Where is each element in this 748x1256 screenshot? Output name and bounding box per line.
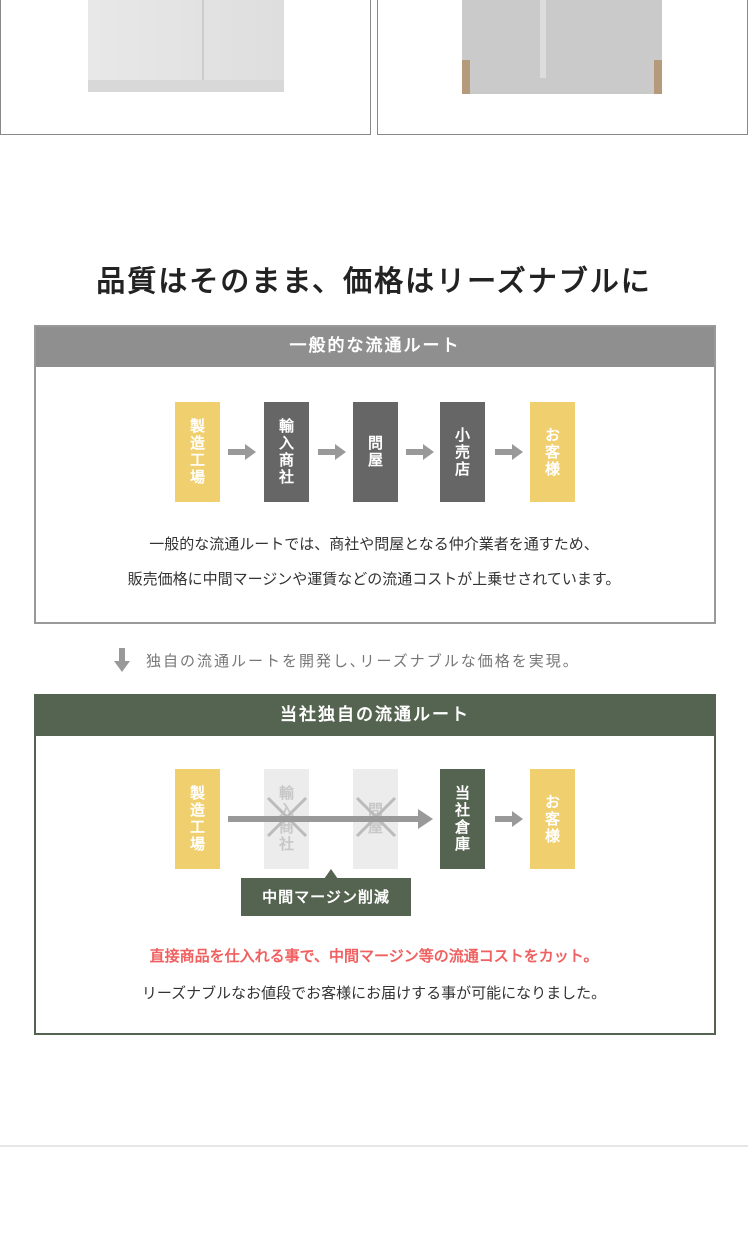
node-importer: 輸入商社	[264, 402, 309, 502]
node-factory: 製造工場	[175, 402, 220, 502]
general-route-header: 一般的な流通ルート	[36, 327, 714, 367]
own-route-header: 当社独自の流通ルート	[36, 696, 714, 736]
node-wholesaler: 問屋	[353, 402, 398, 502]
node-customer: お客様	[530, 769, 575, 869]
cabinet-image-right	[462, 0, 662, 94]
general-desc-2: 販売価格に中間マージンや運賃などの流通コストが上乗せされています。	[127, 570, 621, 588]
own-desc: リーズナブルなお値段でお客様にお届けする事が可能になりました。	[141, 984, 607, 1002]
margin-reduction-badge: 中間マージン削減	[241, 878, 411, 916]
route-note: 独自の流通ルートを開発し､リーズナブルな価格を実現。	[146, 652, 580, 670]
arrow-right-icon	[495, 444, 523, 460]
own-route-box: 当社独自の流通ルート	[34, 694, 716, 1035]
divider	[0, 1145, 748, 1147]
node-retailer: 小売店	[440, 402, 485, 502]
cabinet-image-left	[88, 0, 284, 92]
arrow-right-icon	[228, 444, 256, 460]
general-route-box: 一般的な流通ルート	[34, 325, 716, 624]
arrow-right-icon	[318, 444, 346, 460]
general-desc-1: 一般的な流通ルートでは、商社や問屋となる仲介業者を通すため、	[149, 535, 599, 553]
node-customer: お客様	[530, 402, 575, 502]
node-factory: 製造工場	[175, 769, 220, 869]
arrow-down-icon	[114, 648, 130, 672]
own-highlight: 直接商品を仕入れる事で、中間マージン等の流通コストをカット。	[149, 947, 599, 965]
arrow-right-icon	[495, 811, 523, 827]
arrow-right-icon	[406, 444, 434, 460]
section-title: 品質はそのまま、価格はリーズナブルに	[96, 264, 652, 298]
long-arrow-right-icon	[228, 809, 433, 829]
badge-pointer	[324, 869, 338, 879]
node-own-warehouse: 当社倉庫	[440, 769, 485, 869]
